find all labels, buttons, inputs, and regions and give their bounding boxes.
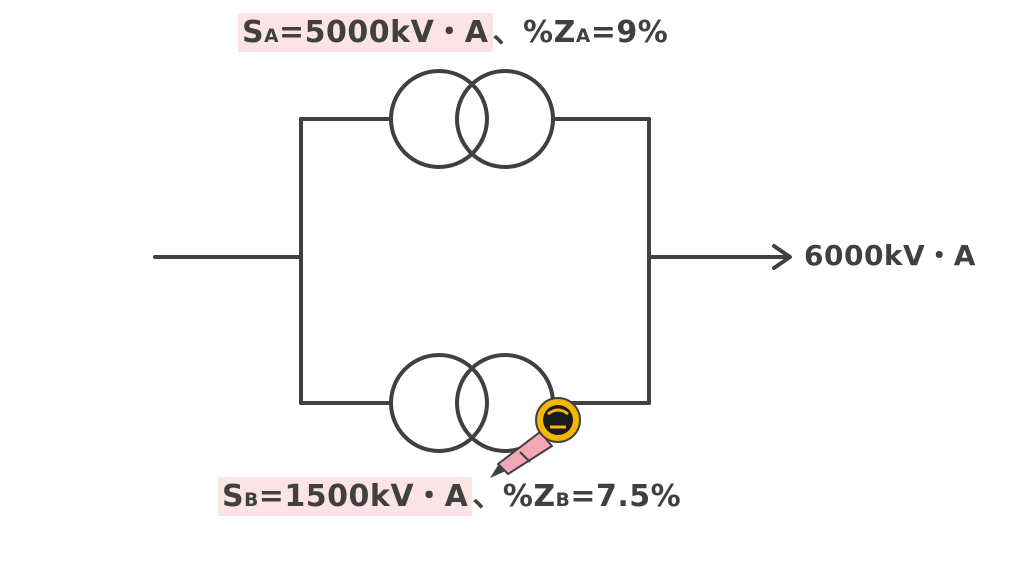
transformer-b-z-symbol: %Z <box>502 479 556 514</box>
transformer-b-rating-label: SB=1500kV・A、%ZB=7.5% <box>218 477 682 516</box>
output-arrowhead <box>772 244 792 270</box>
transformer-b-s-symbol: S <box>222 479 245 514</box>
transformer-b-z-subscript: B <box>555 490 571 511</box>
transformer-b-symbol <box>389 353 555 453</box>
transformer-a-z-subscript: A <box>575 26 591 47</box>
output-load-label: 6000kV・A <box>804 239 976 272</box>
transformer-a-primary-coil <box>389 69 489 169</box>
transformer-a-z-symbol: %Z <box>523 15 576 50</box>
transformer-b-capacity-highlight: SB=1500kV・A <box>218 477 473 516</box>
transformer-b-impedance-value: =7.5% <box>570 479 682 514</box>
transformer-a-symbol <box>389 69 555 169</box>
highlighter-marker-icon <box>490 397 581 478</box>
transformer-b-primary-coil <box>389 353 489 453</box>
transformer-b-separator: 、 <box>472 479 503 514</box>
transformer-a-s-subscript: A <box>264 26 279 47</box>
transformer-a-s-symbol: S <box>242 15 265 50</box>
transformer-a-rating-label: SA=5000kV・A、%ZA=9% <box>238 13 669 52</box>
transformer-b-s-subscript: B <box>244 490 259 511</box>
transformer-a-separator: 、 <box>492 15 524 50</box>
transformer-b-capacity-value: =1500kV・A <box>258 479 469 514</box>
transformer-a-impedance-value: =9% <box>590 15 669 50</box>
transformer-a-capacity-value: =5000kV・A <box>279 15 489 50</box>
transformer-a-secondary-coil <box>455 69 555 169</box>
transformer-a-capacity-highlight: SA=5000kV・A <box>238 13 493 52</box>
